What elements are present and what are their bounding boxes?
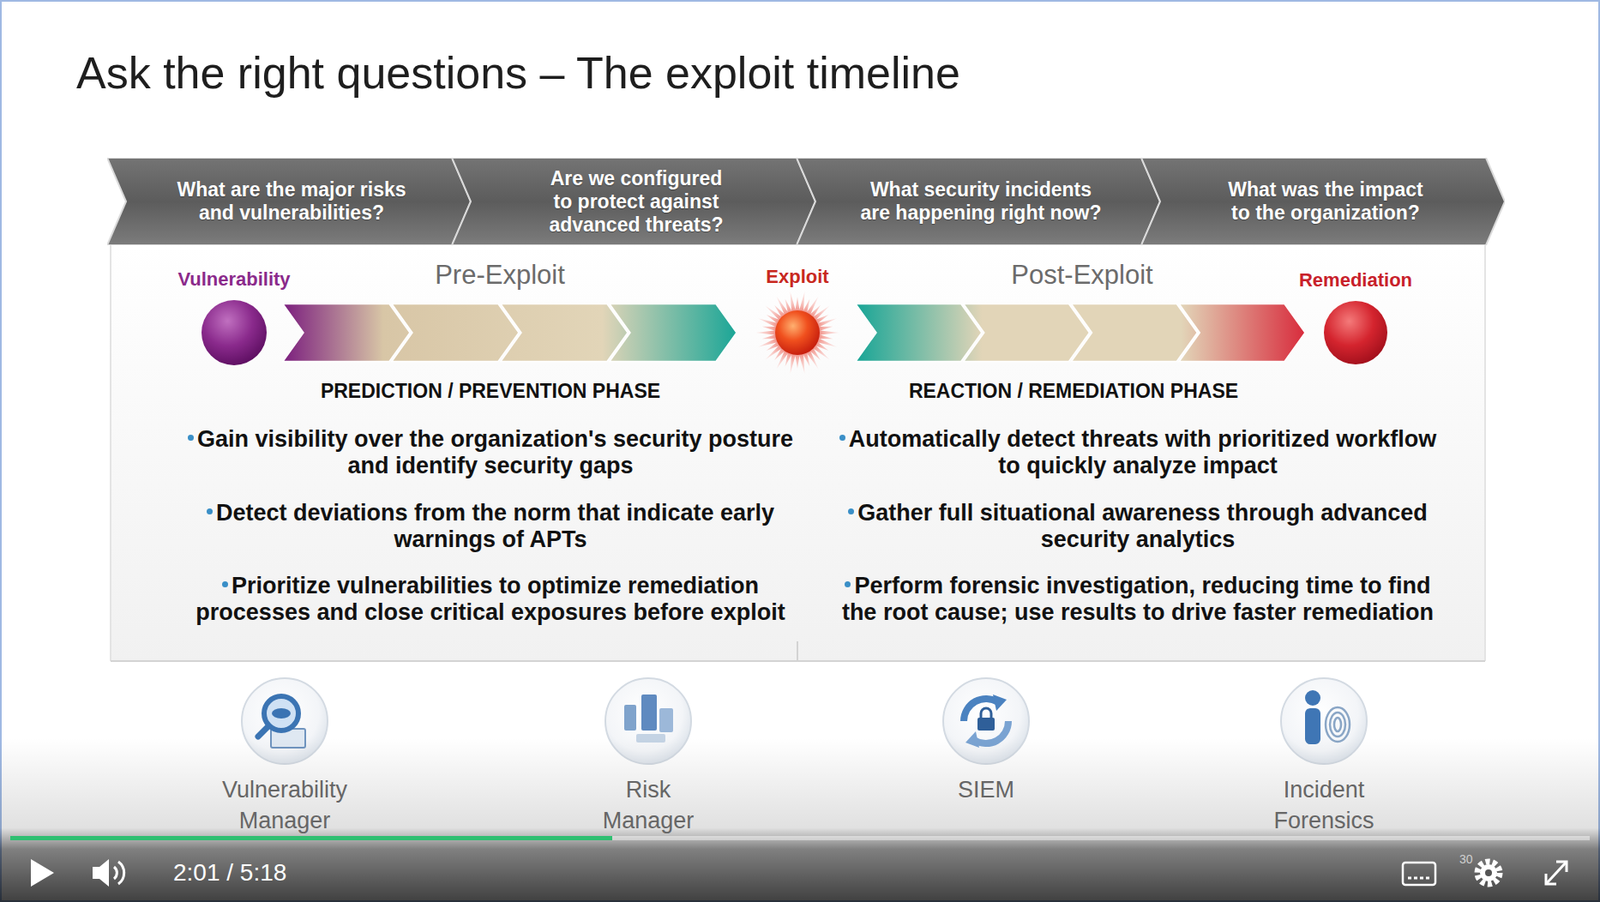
circle-shape: [1323, 300, 1389, 366]
product-label: SIEM: [917, 774, 1055, 806]
chevron-text-box: What are the major risks and vulnerabili…: [107, 157, 471, 246]
eye-glyph: [271, 708, 291, 719]
question-text: Are we configured to protect against adv…: [541, 167, 731, 237]
phase-heading: REACTION / REMEDIATION PHASE: [799, 378, 1348, 404]
captions-icon: [1402, 862, 1436, 885]
chevron-text-box: What was the impact to the organization?: [1141, 157, 1505, 246]
panel-edge: [1484, 245, 1486, 662]
shape-svg: [1323, 300, 1389, 366]
lock-shackle: [980, 708, 992, 719]
product-label: Vulnerability Manager: [216, 774, 354, 837]
question-chevron: What was the impact to the organization?: [1141, 157, 1505, 246]
captions-box: [1402, 862, 1436, 885]
burst-shape: [754, 289, 841, 376]
question-chevron: What security incidents are happening ri…: [796, 157, 1161, 246]
fingerprint-ring: [1329, 712, 1346, 737]
chevron-segment: [391, 304, 519, 362]
chevron-outline: [796, 157, 1161, 246]
shape-svg: [200, 299, 268, 367]
progress-played: [10, 836, 613, 841]
bullet-text: Gather full situational awareness throug…: [829, 499, 1447, 554]
product-label: Incident Forensics: [1255, 774, 1393, 837]
remediation-circle: Remediation: [1299, 269, 1413, 366]
slide-title: Ask the right questions – The exploit ti…: [76, 46, 961, 100]
burst-core: [775, 310, 820, 355]
person-head: [1305, 690, 1321, 706]
burst-rays: [755, 291, 840, 375]
speaker-glyph: [92, 859, 109, 887]
panel-edge: [109, 245, 112, 662]
server-glyph: [659, 708, 674, 733]
chevron-segment: [282, 304, 410, 362]
bullet-text: Automatically detect threats with priori…: [825, 426, 1450, 480]
server-glyph: [641, 694, 657, 731]
fingerprint-ring: [1325, 707, 1350, 742]
product-label: Risk Manager: [579, 774, 717, 837]
chevron-outline: [1141, 157, 1505, 246]
chevron-segment: [855, 304, 982, 362]
vulnerability-circle: Vulnerability: [177, 268, 290, 367]
progress-track: [10, 836, 1590, 841]
expand-corner: [1545, 873, 1557, 885]
phase-heading: PREDICTION / PREVENTION PHASE: [216, 378, 765, 404]
circle-shape: [200, 299, 268, 367]
bullet-text: Gain visibility over the organization's …: [177, 426, 804, 480]
play-button: [30, 859, 55, 887]
question-chevron: Are we configured to protect against adv…: [451, 157, 816, 246]
gear-hole: [1485, 869, 1492, 877]
sound-wave: [118, 861, 125, 885]
expand-line: [1545, 861, 1567, 885]
volume-icon: [92, 859, 125, 887]
question-text: What was the impact to the organization?: [1221, 178, 1432, 225]
chevron-segment: [1178, 304, 1306, 362]
node-label: Exploit: [765, 265, 829, 289]
gear-body: [1479, 864, 1498, 882]
sound-wave: [114, 866, 117, 879]
bullet-text: Prioritize vulnerabilities to optimize r…: [177, 572, 804, 626]
chevron-outline: [107, 157, 471, 246]
player-overlay: [0, 737, 1600, 902]
chevron-segment: [1071, 304, 1198, 362]
shape-svg: [754, 289, 841, 376]
phase-title: Post-Exploit: [944, 259, 1220, 291]
arrow-head: [992, 694, 1007, 711]
circle-fill: [201, 300, 267, 366]
slide-number: 30: [1459, 852, 1474, 867]
chevron-connector: [855, 304, 1306, 362]
lock-body: [977, 717, 995, 731]
settings-icon: [1477, 861, 1500, 885]
expand-corner: [1556, 861, 1567, 873]
chevron-text-box: What security incidents are happening ri…: [796, 157, 1161, 246]
chevron-segment: [500, 304, 628, 362]
magnifier-handle: [258, 726, 269, 737]
question-text: What security incidents are happening ri…: [856, 178, 1106, 225]
bullet-text: Perform forensic investigation, reducing…: [836, 572, 1441, 626]
node-label: Vulnerability: [177, 268, 290, 291]
gear-teeth: [1477, 861, 1500, 885]
circle-fill: [1323, 300, 1388, 365]
fullscreen-icon: [1545, 861, 1567, 885]
chevron-outline: [451, 157, 816, 246]
chevron-segment: [963, 304, 1090, 362]
time-display: 2:01 / 5:18: [173, 858, 287, 888]
chevron-connector: [282, 304, 737, 362]
phone-glyph: [624, 704, 637, 731]
question-text: What are the major risks and vulnerabili…: [165, 178, 419, 225]
captions-lines: [1407, 877, 1431, 880]
bullet-text: Detect deviations from the norm that ind…: [177, 499, 804, 554]
timeline-panel: [110, 245, 1486, 662]
node-label: Remediation: [1299, 269, 1413, 292]
chevron-segment: [609, 304, 737, 362]
question-chevron: What are the major risks and vulnerabili…: [107, 157, 471, 246]
fingerprint-ring: [1334, 717, 1342, 732]
phase-divider: [796, 641, 799, 662]
exploit-burst: Exploit: [754, 265, 841, 376]
chevron-text-box: Are we configured to protect against adv…: [451, 157, 816, 246]
phase-title: Pre-Exploit: [362, 259, 638, 291]
